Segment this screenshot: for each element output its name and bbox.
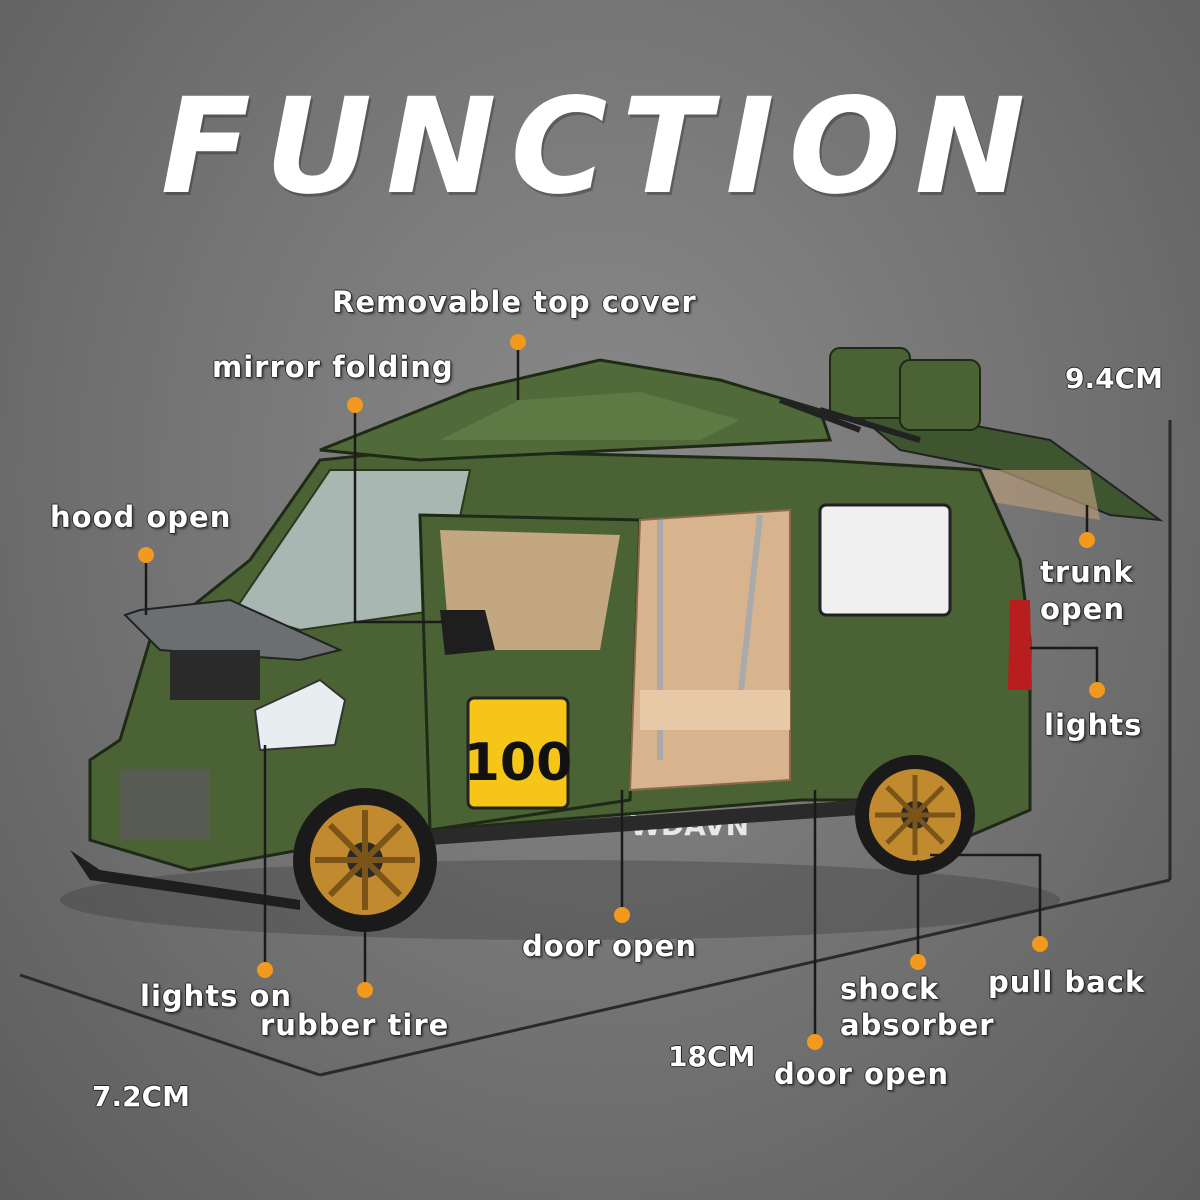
label-door-open-rear: door open bbox=[774, 1057, 949, 1091]
marker-top-cover bbox=[510, 334, 526, 350]
front-splitter bbox=[70, 850, 300, 910]
callout-line-lights bbox=[1030, 646, 1099, 690]
label-removable-top-cover: Removable top cover bbox=[332, 285, 697, 319]
marker-lights bbox=[1089, 682, 1105, 698]
dimension-lines bbox=[19, 420, 1172, 1077]
rear-window bbox=[818, 503, 952, 617]
dimension-width: 7.2CM bbox=[92, 1080, 191, 1113]
label-shock-absorber: absorber bbox=[840, 1008, 995, 1042]
race-number-plate bbox=[466, 696, 570, 810]
callout-markers bbox=[138, 334, 1105, 1050]
hood bbox=[123, 598, 344, 662]
race-number: 100 bbox=[464, 733, 573, 793]
width-dimension-line bbox=[19, 973, 321, 1077]
rear-wheel bbox=[855, 755, 975, 875]
marker-mirror bbox=[347, 397, 363, 413]
label-trunk-open: open bbox=[1040, 592, 1125, 626]
marker-rubber-tire bbox=[357, 982, 373, 998]
label-mirror-folding: mirror folding bbox=[212, 350, 454, 384]
grille bbox=[120, 770, 210, 840]
label-door-open-middle: door open bbox=[522, 929, 697, 963]
label-pull-back: pull back bbox=[988, 965, 1146, 999]
marker-pull-back bbox=[1032, 936, 1048, 952]
front-wheel bbox=[293, 788, 437, 932]
heading-function: FUNCTION bbox=[160, 70, 1040, 224]
callout-lines bbox=[144, 342, 1099, 1042]
taillight bbox=[1008, 600, 1032, 690]
marker-lights-on bbox=[257, 962, 273, 978]
dimension-length: 18CM bbox=[668, 1040, 756, 1073]
marker-trunk bbox=[1079, 532, 1095, 548]
label-shock: shock bbox=[840, 972, 940, 1006]
marker-hood bbox=[138, 547, 154, 563]
length-dimension-line bbox=[319, 878, 1171, 1077]
dimension-height: 9.4CM bbox=[1065, 362, 1164, 395]
label-lights: lights bbox=[1044, 708, 1143, 742]
interior bbox=[628, 508, 791, 792]
marker-door-rear bbox=[807, 1034, 823, 1050]
side-mirror bbox=[440, 610, 495, 655]
label-lights-on: lights on bbox=[140, 979, 293, 1013]
marker-door-middle bbox=[614, 907, 630, 923]
marker-shock bbox=[910, 954, 926, 970]
callout-line-pull-back bbox=[930, 853, 1042, 944]
label-trunk: trunk bbox=[1040, 555, 1134, 589]
label-rubber-tire: rubber tire bbox=[260, 1008, 450, 1042]
callout-line-mirror bbox=[353, 405, 445, 624]
headlight bbox=[253, 678, 347, 752]
label-hood-open: hood open bbox=[50, 500, 232, 534]
